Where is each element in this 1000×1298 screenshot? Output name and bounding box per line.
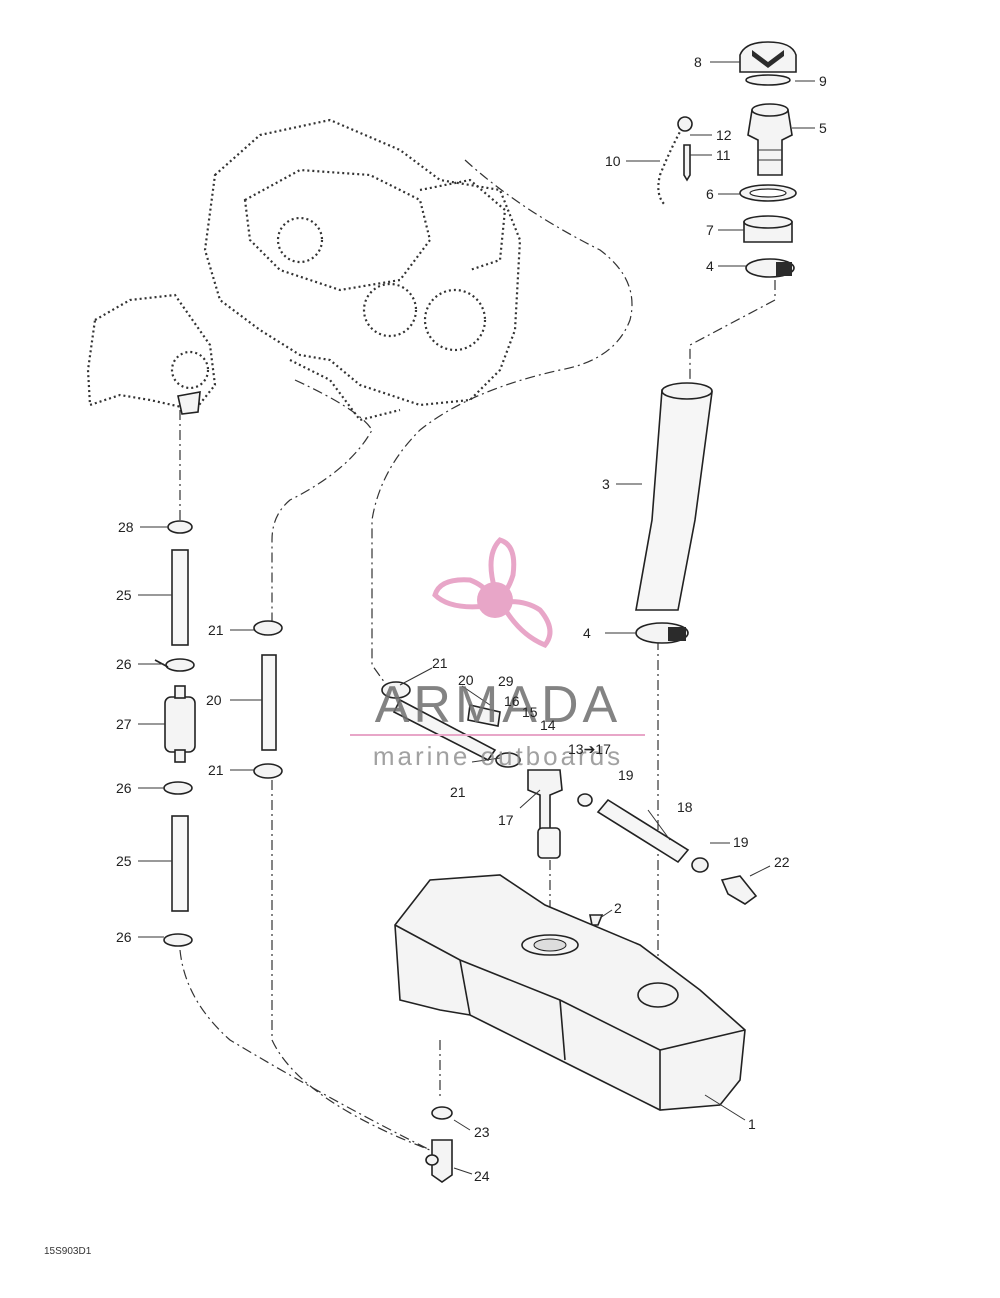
callout-5: 5 <box>819 120 827 136</box>
routing-lines <box>179 159 776 1151</box>
propeller-hub <box>477 582 513 618</box>
callout-26-b: 26 <box>116 780 132 796</box>
callout-26-c: 26 <box>116 929 132 945</box>
callout-13-17: 13➔17 <box>568 741 611 757</box>
clamp-26-a <box>165 658 195 672</box>
callout-15: 15 <box>522 704 538 720</box>
callout-20-b: 20 <box>458 672 474 688</box>
callout-4-top: 4 <box>706 258 714 274</box>
callout-14: 14 <box>540 717 556 733</box>
callout-18: 18 <box>677 799 693 815</box>
callout-21-a: 21 <box>208 622 224 638</box>
callout-20-a: 20 <box>206 692 222 708</box>
clamp-26-c <box>163 933 193 947</box>
callout-10: 10 <box>605 153 621 169</box>
callout-6: 6 <box>706 186 714 202</box>
drain-elbow <box>431 1139 453 1183</box>
drawing-reference: 15S903D1 <box>44 1246 92 1257</box>
callout-4-bottom: 4 <box>583 625 591 641</box>
propeller-blade-right <box>500 599 553 649</box>
callout-9: 9 <box>819 73 827 89</box>
filler-hose <box>635 382 713 644</box>
hose-25-upper <box>171 549 189 646</box>
armada-watermark: ARMADA marine outboards <box>350 537 645 771</box>
callout-17: 17 <box>498 812 514 828</box>
watermark-tagline: marine outboards <box>373 741 623 771</box>
return-line <box>253 620 283 779</box>
callout-1: 1 <box>748 1116 756 1132</box>
clamp-28 <box>167 520 193 534</box>
callout-12: 12 <box>716 127 732 143</box>
callout-11: 11 <box>716 147 731 163</box>
valve-cluster <box>381 681 758 926</box>
left-fuel-line <box>154 520 196 947</box>
callout-19-a: 19 <box>618 767 634 783</box>
leader-lines <box>138 61 815 1175</box>
callout-7: 7 <box>706 222 714 238</box>
fuel-filter <box>164 696 196 753</box>
engine-block-outline <box>203 118 522 422</box>
callout-27: 27 <box>116 716 132 732</box>
filler-cap-assembly <box>657 41 797 278</box>
clamp-21-a <box>253 620 283 636</box>
watermark-brand: ARMADA <box>375 676 621 734</box>
filler-neck <box>747 109 793 176</box>
drain-fittings <box>425 1106 453 1183</box>
fuel-pump-outline <box>86 293 217 415</box>
clamp-21-b <box>253 763 283 779</box>
callout-23: 23 <box>474 1124 490 1140</box>
callout-19-b: 19 <box>733 834 749 850</box>
callout-21-c: 21 <box>432 655 448 671</box>
filler-cap <box>739 41 797 73</box>
o-ring <box>745 74 791 86</box>
callout-21-b: 21 <box>208 762 224 778</box>
callout-25-lower: 25 <box>116 853 132 869</box>
fuel-tank <box>394 874 746 1111</box>
callout-28: 28 <box>118 519 134 535</box>
propeller-logo <box>432 537 553 649</box>
hose-25-lower <box>171 815 189 912</box>
callout-29: 29 <box>498 673 514 689</box>
clamp-26-b <box>163 781 193 795</box>
callout-8: 8 <box>694 54 702 70</box>
callout-labels: 8 9 5 12 11 10 6 7 4 3 4 28 25 26 27 26 … <box>116 54 827 1184</box>
callout-21-d: 21 <box>450 784 466 800</box>
callout-25-upper: 25 <box>116 587 132 603</box>
callout-26-a: 26 <box>116 656 132 672</box>
callout-16: 16 <box>504 693 520 709</box>
callout-22: 22 <box>774 854 790 870</box>
callout-2: 2 <box>614 900 622 916</box>
grommet <box>431 1106 453 1120</box>
hose-20-a <box>261 654 277 751</box>
callout-3: 3 <box>602 476 610 492</box>
callout-24: 24 <box>474 1168 490 1184</box>
